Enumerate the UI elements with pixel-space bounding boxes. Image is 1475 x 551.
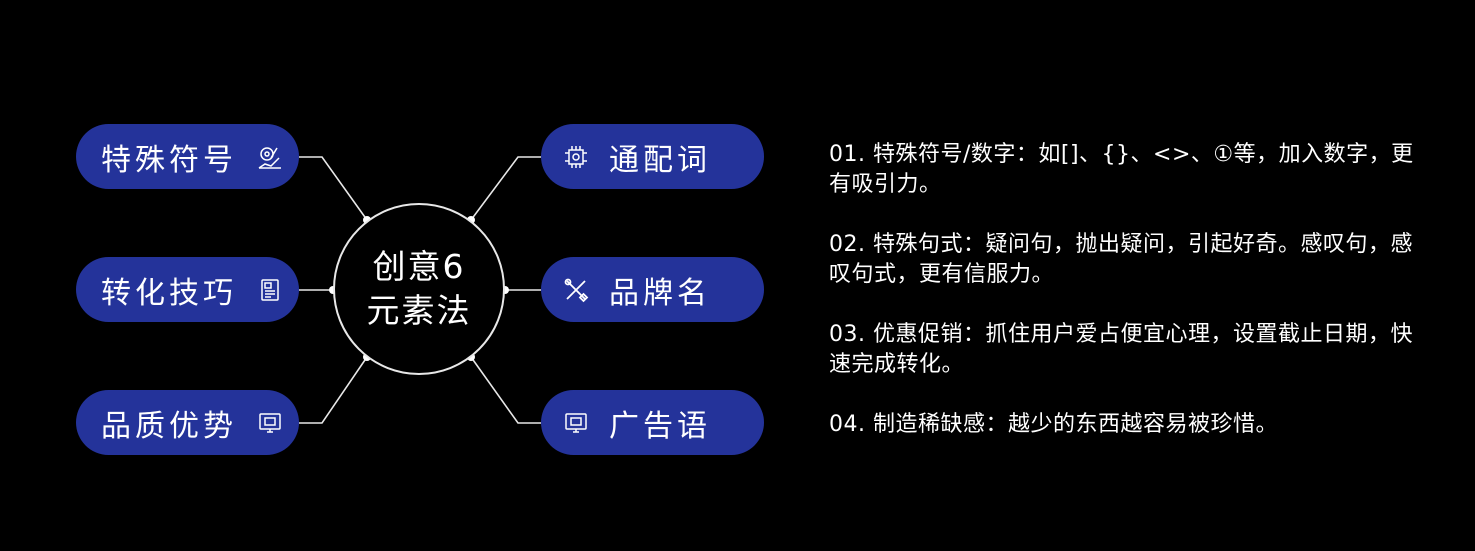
node-label: 特殊符号 — [101, 142, 237, 178]
node-label: 品质优势 — [101, 408, 237, 444]
description-item: 01. 特殊符号/数字：如[]、{}、<>、①等，加入数字，更有吸引力。 — [829, 142, 1414, 197]
center-node: 创意6 元素法 — [333, 203, 505, 375]
document-icon — [257, 277, 283, 303]
tools-icon — [563, 277, 589, 303]
description-item: 04. 制造稀缺感：越少的东西越容易被珍惜。 — [829, 412, 1278, 437]
node-label: 转化技巧 — [101, 275, 237, 311]
connector-right-bottom — [470, 356, 541, 424]
connector-right-top — [470, 156, 541, 221]
description-item: 03. 优惠促销：抓住用户爱占便宜心理，设置截止日期，快速完成转化。 — [829, 322, 1413, 377]
monitor-icon — [563, 410, 589, 436]
dial-chart-icon — [257, 144, 283, 170]
node-label: 广告语 — [609, 408, 711, 444]
center-title-line1: 创意6 — [372, 247, 466, 286]
node-label: 品牌名 — [609, 275, 711, 311]
chip-icon — [563, 144, 589, 170]
description-list: 01. 特殊符号/数字：如[]、{}、<>、①等，加入数字，更有吸引力。 02.… — [829, 140, 1429, 470]
center-title-line2: 元素法 — [366, 291, 472, 330]
monitor-icon — [257, 410, 283, 436]
node-conversion-skills[interactable]: 转化技巧 — [76, 257, 299, 322]
connector-left-bottom — [299, 356, 368, 424]
node-label: 通配词 — [609, 142, 711, 178]
description-item: 02. 特殊句式：疑问句，抛出疑问，引起好奇。感叹句，感叹句式，更有信服力。 — [829, 232, 1413, 287]
connector-left-top — [299, 156, 368, 221]
node-slogan[interactable]: 广告语 — [541, 390, 764, 455]
node-wildcard-words[interactable]: 通配词 — [541, 124, 764, 189]
node-brand-name[interactable]: 品牌名 — [541, 257, 764, 322]
node-quality-advantage[interactable]: 品质优势 — [76, 390, 299, 455]
node-special-symbols[interactable]: 特殊符号 — [76, 124, 299, 189]
